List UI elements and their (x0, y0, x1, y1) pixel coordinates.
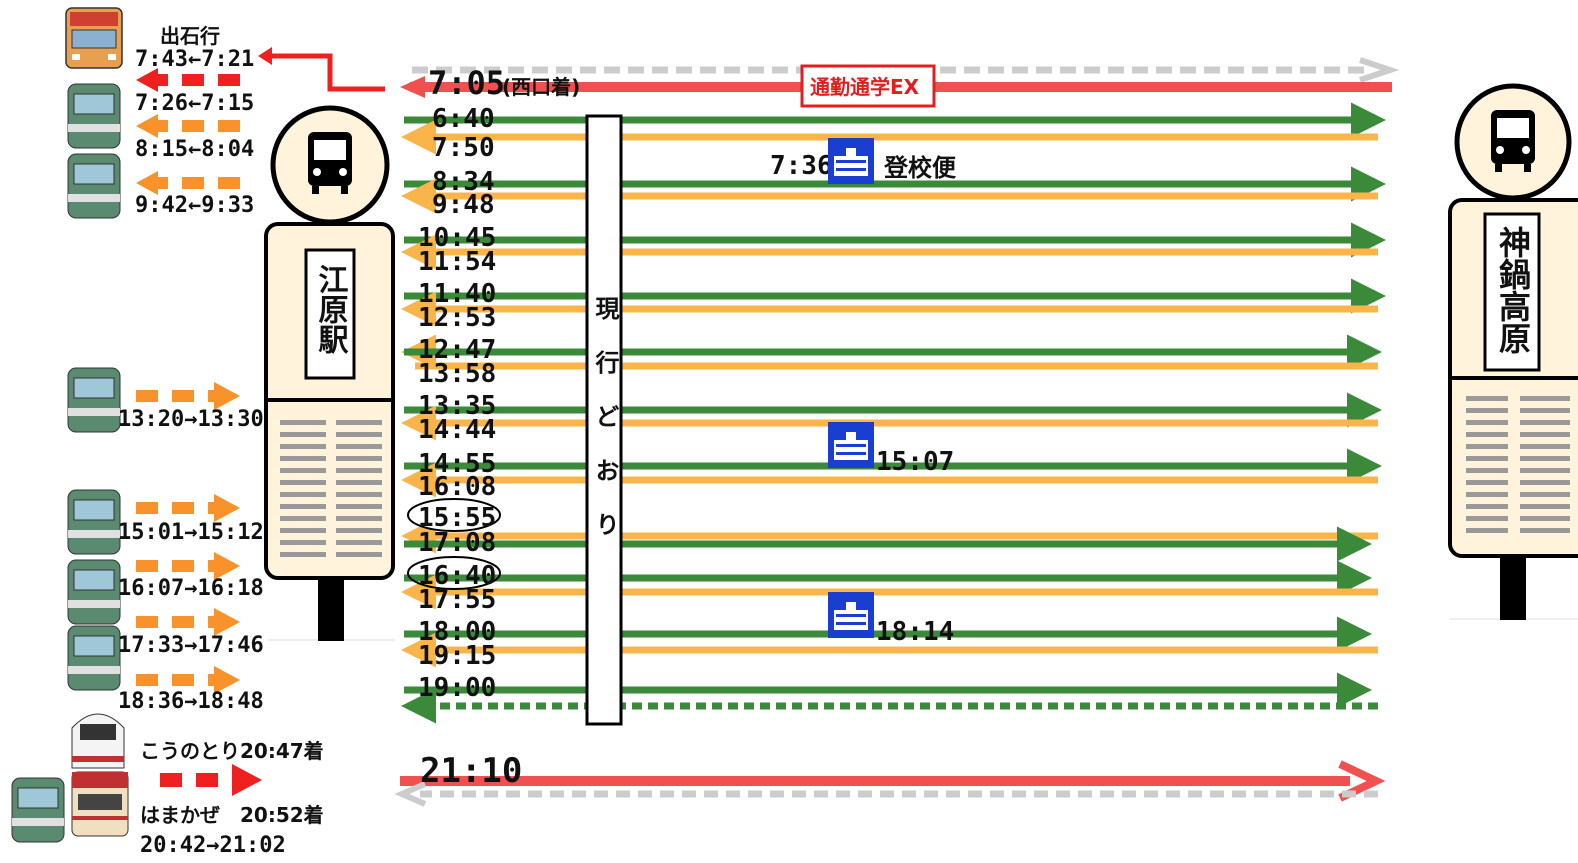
time-label: 12:53 (418, 303, 496, 333)
time-label: 12:47 (418, 335, 496, 365)
time-label: 16:08 (418, 472, 496, 502)
time-label: 8:34 (432, 167, 495, 197)
commuter-ex-badge: 通勤通学EX (800, 64, 936, 108)
school-icon (828, 592, 874, 638)
bus-stop-icon (270, 105, 390, 225)
red-connector-arrow (266, 53, 385, 92)
service-lines (394, 57, 1400, 807)
conn-label: 9:42←9:33 (135, 193, 254, 218)
school-time: 18:14 (876, 617, 954, 647)
time-first: 7:05 (428, 64, 505, 102)
train-icon (67, 489, 121, 555)
time-label: 17:08 (418, 528, 496, 558)
time-label-circled: 15:55 (418, 503, 496, 533)
train-icon (11, 777, 65, 843)
conn-label: こうのとり20:47着 (140, 739, 324, 763)
conn-label: 出石行 (160, 24, 220, 48)
conn-label: 8:15←8:04 (135, 137, 254, 162)
limited-express-icon (71, 713, 125, 769)
timetable-lines (280, 420, 382, 557)
conn-label: 7:43←7:21 (135, 47, 254, 72)
time-label: 11:54 (418, 247, 496, 277)
bus-stop-left: 江原駅 (264, 105, 395, 641)
time-label: 6:40 (432, 104, 495, 134)
conn-label: 15:01→15:12 (118, 520, 264, 545)
svg-text:通勤通学EX: 通勤通学EX (810, 75, 920, 99)
school-time: 7:36 (770, 151, 833, 181)
time-label: 18:00 (418, 617, 496, 647)
school-icon (828, 422, 874, 468)
time-label: 13:58 (418, 359, 496, 389)
time-label: 10:45 (418, 223, 496, 253)
train-icon (67, 153, 121, 219)
left-connections: 出石行 7:43←7:21 7:26←7:15 8:15←8:04 9:42←9… (11, 7, 385, 858)
conn-label: はまかぜ 20:52着 (140, 803, 324, 827)
conn-label: 17:33→17:46 (118, 633, 264, 658)
time-label: 19:00 (418, 673, 496, 703)
time-label: 19:15 (418, 641, 496, 671)
train-icon (67, 83, 121, 149)
train-icon (67, 367, 121, 433)
bus-stop-icon (1454, 83, 1572, 201)
school-icon (828, 138, 874, 184)
current-label: 現行どおり (591, 296, 620, 566)
time-label: 11:40 (418, 279, 496, 309)
time-label: 14:55 (418, 449, 496, 479)
school-label: 登校便 (883, 154, 957, 182)
limited-express-icon (71, 771, 129, 837)
train-icon (67, 625, 121, 691)
time-first-note: (西口着) (502, 75, 580, 99)
current-schedule-box: 現行どおり (585, 114, 623, 726)
train-icon (67, 559, 121, 625)
time-label: 9:48 (432, 190, 495, 220)
time-label-circled: 16:40 (418, 561, 496, 591)
time-label: 7:50 (432, 133, 495, 163)
time-label: 13:35 (418, 391, 496, 421)
bus-stop-right: 神鍋高原 (1448, 83, 1578, 620)
school-time: 15:07 (876, 447, 954, 477)
conn-label: 16:07→16:18 (118, 576, 264, 601)
time-last: 21:10 (420, 751, 522, 791)
school-bus-markers: 7:36 登校便 15:07 18:14 (770, 138, 957, 647)
bus-icon (65, 7, 123, 69)
time-label: 17:55 (418, 585, 496, 615)
conn-label: 7:26←7:15 (135, 91, 254, 116)
conn-label: 18:36→18:48 (118, 689, 264, 714)
time-label: 14:44 (418, 415, 496, 445)
stop-name-right: 神鍋高原 (1494, 226, 1532, 354)
conn-label: 20:42→21:02 (140, 833, 286, 858)
conn-label: 13:20→13:30 (118, 407, 264, 432)
time-labels: 7:05 (西口着) 6:40 7:50 8:34 9:48 10:45 11:… (407, 64, 580, 791)
stop-name-left: 江原駅 (313, 264, 349, 355)
